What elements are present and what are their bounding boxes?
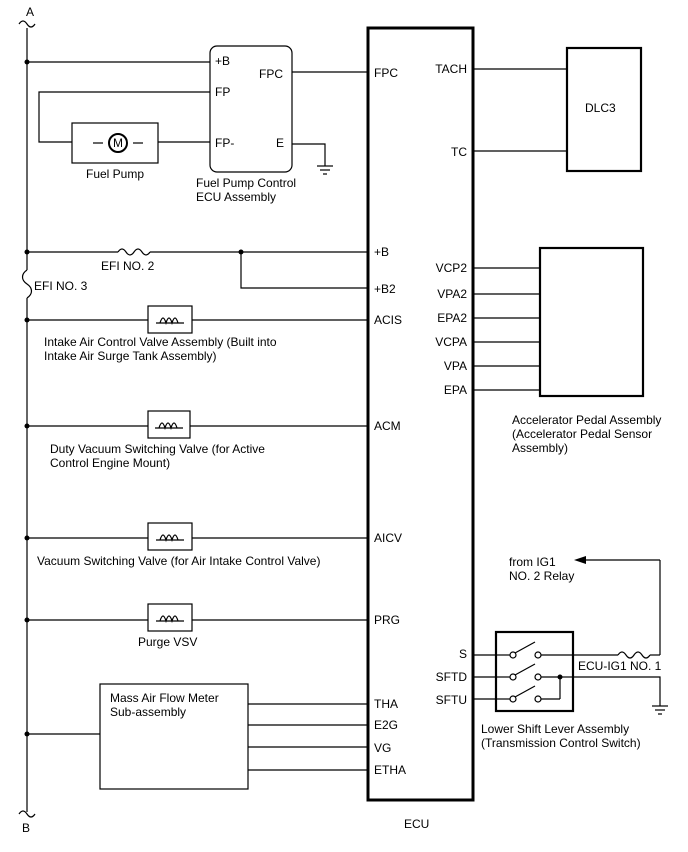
- ecu-pin-vcpa: VCPA: [435, 335, 467, 349]
- coil-icon: [159, 534, 179, 543]
- ecu: ECU FPC +B +B2 ACIS ACM AICV PRG THA E2G…: [366, 26, 475, 831]
- ecu-ig1-fuse-label: ECU-IG1 NO. 1: [578, 659, 662, 673]
- fuel-pump: M Fuel Pump: [71, 122, 159, 181]
- vsv-aicv-label: Vacuum Switching Valve (for Air Intake C…: [37, 554, 320, 568]
- accel-pedal-label-3: Assembly): [512, 441, 568, 455]
- efi2-fuse-icon: [117, 248, 151, 256]
- coil-icon: [159, 317, 179, 326]
- ecu-pin-fpc: FPC: [374, 66, 398, 80]
- ecu-pin-b2: +B2: [374, 282, 396, 296]
- efi2-fuse-label: EFI NO. 2: [101, 259, 155, 273]
- acis-row: Intake Air Control Valve Assembly (Built…: [27, 305, 368, 363]
- purge-vsv-label: Purge VSV: [138, 635, 197, 649]
- fp-ecu-title-2: ECU Assembly: [196, 190, 276, 204]
- intake-air-valve-label-1: Intake Air Control Valve Assembly (Built…: [44, 335, 277, 349]
- arrow-icon: [574, 556, 586, 564]
- fp-ecu-pin-e: E: [276, 136, 284, 150]
- shift-lever-label-1: Lower Shift Lever Assembly: [481, 722, 629, 736]
- ecu-pin-acis: ACIS: [374, 313, 402, 327]
- ecu-pin-prg: PRG: [374, 613, 400, 627]
- transmission-control-switch: [494, 630, 575, 713]
- fp-ecu-title-1: Fuel Pump Control: [196, 176, 296, 190]
- ecu-pin-vg: VG: [374, 741, 391, 755]
- motor-icon: [108, 133, 128, 153]
- ecu-pin-sftd: SFTD: [436, 670, 468, 684]
- maf-meter: Mass Air Flow Meter Sub-assembly: [27, 683, 368, 790]
- ecu-pin-acm: ACM: [374, 419, 401, 433]
- acm-row: Duty Vacuum Switching Valve (for Active …: [27, 410, 368, 470]
- fuel-pump-label: Fuel Pump: [86, 167, 144, 181]
- ground-icon: [317, 165, 333, 175]
- coil-icon: [158, 422, 178, 431]
- ecu-pin-b: +B: [374, 245, 389, 259]
- fp-ecu-pin-b: +B: [215, 54, 230, 68]
- accel-pedal-label-2: (Accelerator Pedal Sensor: [512, 427, 652, 441]
- ecu-pin-tha: THA: [374, 697, 398, 711]
- ground-icon: [652, 705, 668, 715]
- maf-label-1: Mass Air Flow Meter: [110, 691, 219, 705]
- shift-lever-section: from IG1 NO. 2 Relay ECU-IG1 NO. 1: [473, 555, 668, 750]
- ecu-pin-tc: TC: [451, 145, 467, 159]
- prg-row: Purge VSV: [27, 603, 368, 649]
- fuel-pump-control-ecu: +B FP FP- FPC E Fuel Pump Control ECU As…: [196, 45, 296, 204]
- svg-text:M: M: [113, 136, 123, 150]
- ecu-pin-epa2: EPA2: [437, 311, 467, 325]
- ecu-pin-vpa: VPA: [444, 359, 467, 373]
- fuel-pump-section: M Fuel Pump +B FP FP- FPC E Fuel Pump Co…: [27, 45, 368, 204]
- ecu-pin-tach: TACH: [435, 62, 467, 76]
- ecu-label: ECU: [404, 817, 429, 831]
- power-lines: EFI NO. 2: [27, 248, 368, 289]
- ecu-pin-e2g: E2G: [374, 718, 398, 732]
- ecu-pin-vpa2: VPA2: [437, 287, 467, 301]
- maf-label-2: Sub-assembly: [110, 705, 186, 719]
- aicv-row: Vacuum Switching Valve (for Air Intake C…: [27, 522, 368, 568]
- bus-label-b: B: [22, 821, 30, 835]
- shift-lever-label-2: (Transmission Control Switch): [481, 736, 641, 750]
- efi3-fuse-label: EFI NO. 3: [34, 279, 88, 293]
- relay-label-1: from IG1: [509, 555, 556, 569]
- fp-ecu-pin-fpc: FPC: [259, 67, 283, 81]
- fp-ecu-pin-fp: FP: [215, 85, 230, 99]
- relay-label-2: NO. 2 Relay: [509, 569, 574, 583]
- intake-air-valve-label-2: Intake Air Surge Tank Assembly): [44, 349, 217, 363]
- ecu-ig1-fuse-icon: [617, 651, 651, 659]
- dlc3: DLC3: [473, 46, 643, 173]
- fp-ecu-pin-fpm: FP-: [215, 136, 234, 150]
- accel-pedal-label-1: Accelerator Pedal Assembly: [512, 413, 661, 427]
- coil-icon: [159, 615, 179, 624]
- accelerator-pedal-assembly: Accelerator Pedal Assembly (Accelerator …: [473, 246, 661, 455]
- dlc3-label: DLC3: [585, 101, 616, 115]
- bus-label-a: A: [26, 5, 34, 19]
- ecu-pin-etha: ETHA: [374, 763, 406, 777]
- ecu-pin-vcp2: VCP2: [436, 261, 468, 275]
- duty-vsv-label-2: Control Engine Mount): [50, 456, 170, 470]
- ecu-pin-epa: EPA: [444, 383, 467, 397]
- ecu-pin-aicv: AICV: [374, 531, 402, 545]
- duty-vsv-label-1: Duty Vacuum Switching Valve (for Active: [50, 442, 265, 456]
- ecu-pin-sftu: SFTU: [436, 693, 467, 707]
- ecu-pin-s: S: [459, 647, 467, 661]
